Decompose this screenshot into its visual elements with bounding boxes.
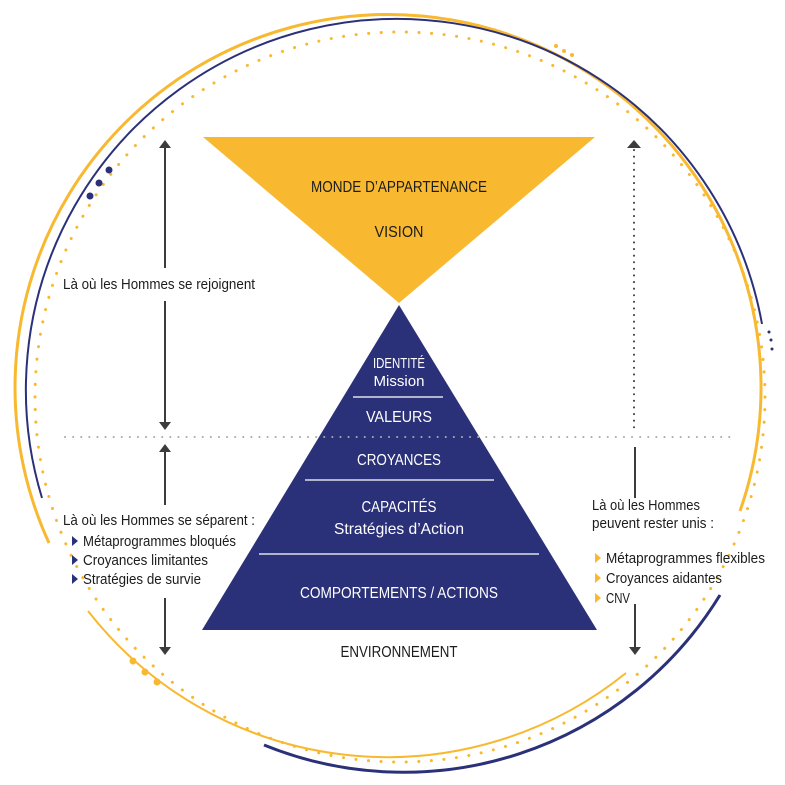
level-mission: Mission — [374, 373, 425, 390]
triangle-bullet-icon — [595, 553, 601, 563]
decorative-dots — [86, 44, 774, 686]
arrow-up-icon — [627, 140, 641, 148]
yellow-small-dot — [562, 49, 566, 53]
belonging-world-label: MONDE D’APPARTENANCE — [311, 179, 487, 196]
yellow-small-dot — [570, 53, 574, 57]
level-identity: IDENTITÉ — [373, 355, 425, 372]
left-arrows — [159, 140, 171, 655]
separate-item: Métaprogrammes bloqués — [83, 534, 236, 550]
arrow-down-icon — [629, 647, 641, 655]
navy-small-dot — [769, 338, 773, 342]
navy-upper-arc — [24, 17, 763, 499]
yellow-dot — [153, 678, 161, 686]
separate-block: Là où les Hommes se séparent : Métaprogr… — [63, 512, 255, 588]
decorative-rings — [13, 13, 767, 774]
triangle-bullet-icon — [72, 574, 78, 584]
vision-triangle: MONDE D’APPARTENANCE VISION — [203, 137, 595, 303]
yellow-dotted-ring — [33, 30, 767, 764]
yellow-dot — [129, 657, 137, 665]
united-title-line1: Là où les Hommes — [592, 497, 700, 514]
triangle-bullet-icon — [72, 555, 78, 565]
navy-small-dot — [767, 330, 771, 334]
navy-dot — [105, 166, 113, 174]
yellow-dot — [141, 668, 149, 676]
vision-label: VISION — [375, 224, 424, 241]
arrow-up-icon — [159, 444, 171, 452]
right-arrows — [627, 140, 641, 655]
pyramid-shape — [202, 305, 597, 630]
united-title-line2: peuvent rester unis : — [592, 515, 714, 532]
yellow-outer-arc — [13, 13, 763, 544]
navy-lower-arc — [263, 594, 722, 774]
level-values: VALEURS — [366, 409, 432, 426]
navy-dot — [95, 179, 103, 187]
separate-item: Stratégies de survie — [83, 572, 201, 588]
arrow-up-icon — [159, 140, 171, 148]
level-capabilities: CAPACITÉS — [362, 497, 437, 516]
yellow-lower-arc — [87, 610, 627, 759]
arrow-down-icon — [159, 422, 171, 430]
level-strategies: Stratégies d’Action — [334, 521, 464, 538]
navy-dot — [86, 192, 94, 200]
level-beliefs: CROYANCES — [357, 452, 441, 469]
yellow-small-dot — [554, 44, 558, 48]
arrow-down-icon — [159, 647, 171, 655]
united-block: Là où les Hommes peuvent rester unis : M… — [592, 497, 765, 607]
environment-label: ENVIRONNEMENT — [341, 644, 458, 661]
separate-item: Croyances limitantes — [83, 553, 208, 569]
navy-small-dot — [770, 347, 774, 351]
triangle-bullet-icon — [595, 593, 601, 603]
united-item: Métaprogrammes flexibles — [606, 551, 765, 567]
separate-title: Là où les Hommes se séparent : — [63, 512, 255, 529]
vision-triangle-shape — [203, 137, 595, 303]
logical-levels-pyramid: IDENTITÉ Mission VALEURS CROYANCES CAPAC… — [202, 305, 597, 630]
join-label: Là où les Hommes se rejoignent — [63, 276, 256, 293]
level-behaviours: COMPORTEMENTS / ACTIONS — [300, 585, 498, 602]
united-item: CNV — [606, 591, 630, 607]
united-item: Croyances aidantes — [606, 571, 722, 587]
triangle-bullet-icon — [72, 536, 78, 546]
triangle-bullet-icon — [595, 573, 601, 583]
